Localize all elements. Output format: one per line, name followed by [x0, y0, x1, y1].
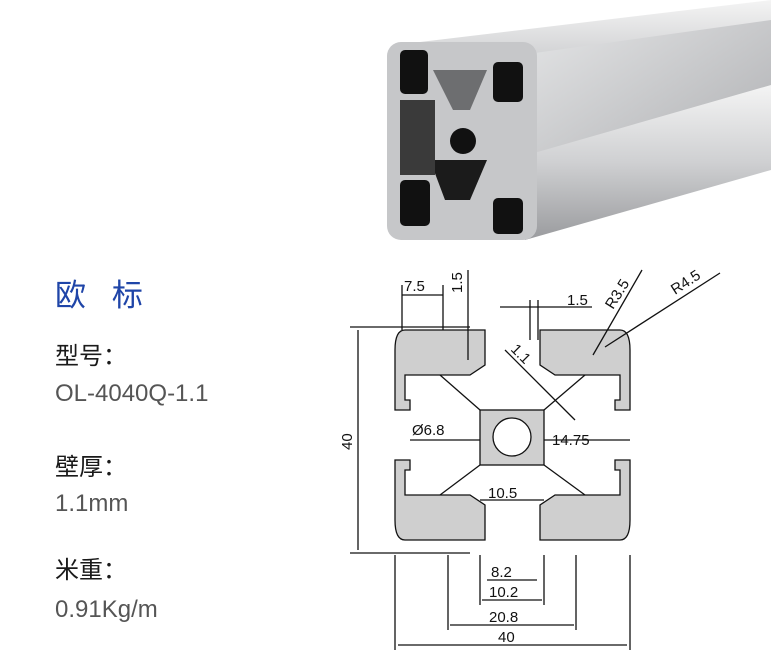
dim-slot-outer: 20.8: [489, 609, 518, 626]
dim-slot-depth: 7.5: [404, 278, 425, 295]
dim-wall: 1.1: [507, 341, 534, 368]
profile-3d-render: [387, 0, 771, 240]
wall-thickness-value: 1.1mm: [55, 490, 129, 517]
dim-lip-top: 1.5: [449, 272, 466, 293]
model-value: OL-4040Q-1.1: [55, 380, 209, 407]
dim-outer-radius: R4.5: [668, 267, 704, 299]
dim-bore: Ø6.8: [412, 422, 445, 439]
profile-cross-section-drawing: 7.5 1.5 1.5 R3.5 R4.5 1.1 Ø6.8 14.75 10.…: [339, 267, 721, 650]
dim-slot-opening: 8.2: [491, 564, 512, 581]
weight-value: 0.91Kg/m: [55, 596, 158, 623]
dim-core-offset: 14.75: [552, 432, 590, 449]
model-label: 型号：: [55, 342, 127, 370]
dim-lip-right: 1.5: [567, 292, 588, 309]
weight-label: 米重：: [55, 556, 127, 584]
standard-title: 欧 标: [55, 278, 151, 314]
dim-overall-height: 40: [339, 433, 356, 450]
wall-thickness-label: 壁厚：: [55, 453, 127, 481]
dim-slot-inner: 10.2: [489, 584, 518, 601]
dim-core-width: 10.5: [488, 485, 517, 502]
dim-overall-width: 40: [498, 629, 515, 646]
